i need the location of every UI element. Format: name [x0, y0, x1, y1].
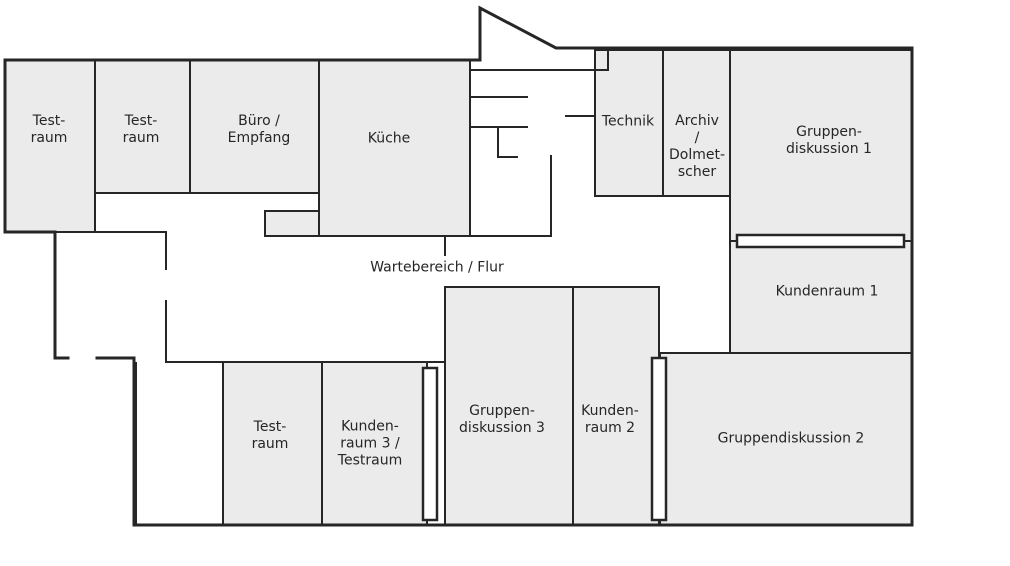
label-testraum-c: Test- raum — [251, 419, 289, 452]
outer-walls — [3, 5, 914, 527]
room-kueche-nook — [264, 210, 320, 237]
room-kundenraum3 — [321, 361, 428, 526]
partition-kundenraum3-gd3 — [421, 366, 439, 522]
room-gd1 — [729, 49, 913, 242]
inner-walls — [55, 50, 731, 525]
label-archiv: Archiv / Dolmet- scher — [668, 113, 726, 180]
label-kueche: Küche — [367, 130, 411, 147]
label-kundenraum3: Kunden- raum 3 / Testraum — [337, 418, 403, 469]
room-gd2 — [659, 352, 913, 526]
label-technik: Technik — [601, 113, 655, 130]
room-technik — [594, 49, 664, 197]
label-gd1: Gruppen- diskussion 1 — [786, 124, 872, 157]
room-gd3 — [444, 286, 574, 526]
label-testraum-b: Test- raum — [122, 113, 160, 146]
label-gd2: Gruppendiskussion 2 — [717, 430, 865, 447]
room-archiv — [662, 49, 731, 197]
room-testraum-b — [94, 59, 191, 194]
label-wartebereich: Wartebereich / Flur — [370, 259, 504, 276]
partition-kundenraum2-gd2 — [650, 356, 668, 522]
label-kundenraum1: Kundenraum 1 — [775, 283, 879, 300]
room-kueche — [318, 59, 471, 237]
room-testraum-a — [4, 59, 96, 233]
label-testraum-a: Test- raum — [30, 113, 68, 146]
room-kundenraum2 — [572, 286, 660, 526]
label-gd3: Gruppen- diskussion 3 — [459, 403, 545, 436]
partition-gd1-kundenraum1 — [735, 233, 906, 249]
label-buero: Büro / Empfang — [227, 113, 291, 146]
label-kundenraum2: Kunden- raum 2 — [581, 403, 639, 436]
